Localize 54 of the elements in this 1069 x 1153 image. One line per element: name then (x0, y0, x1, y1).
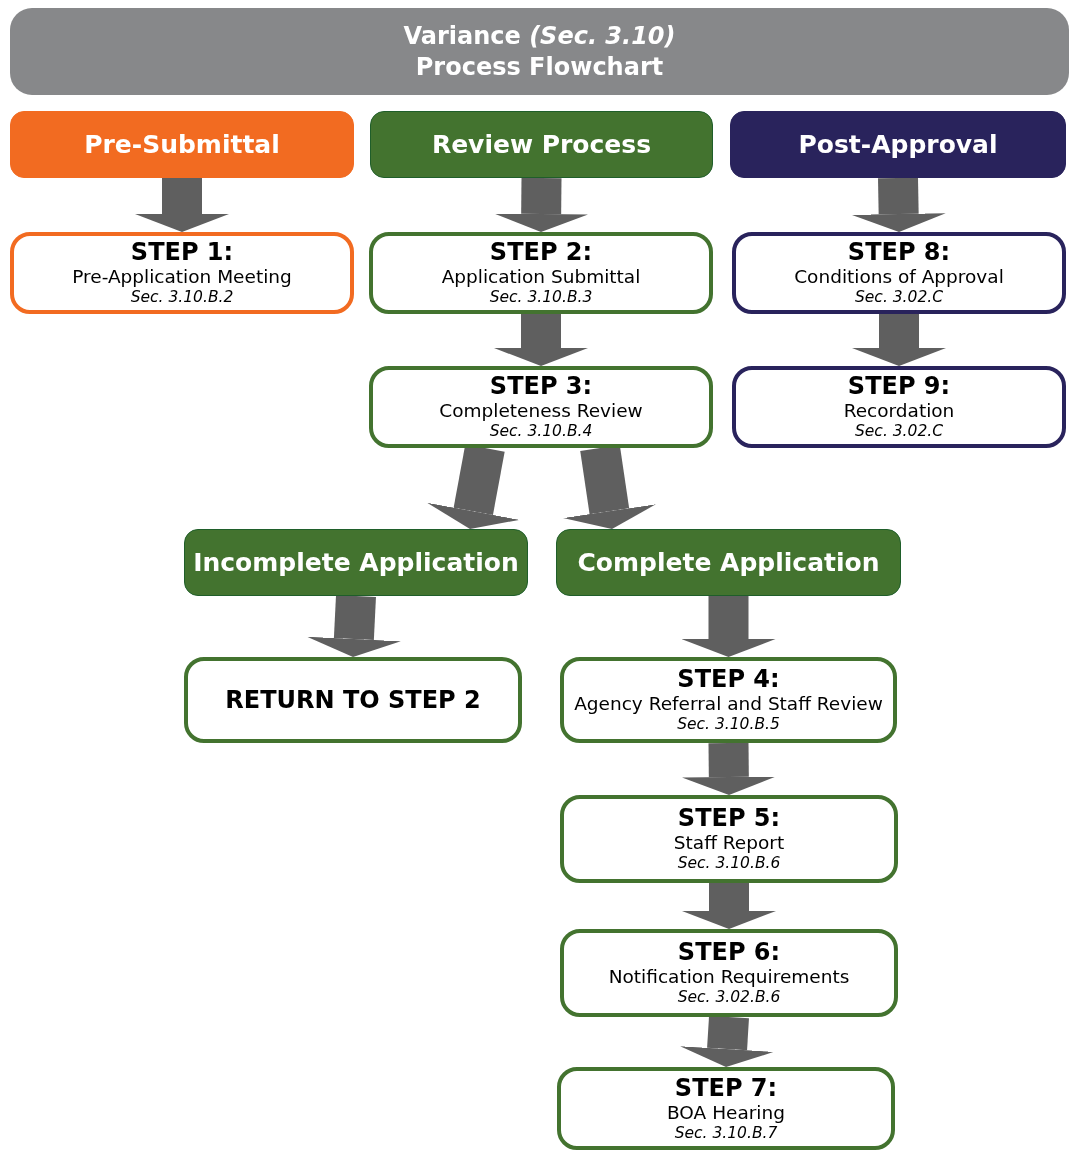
section-reference: Sec. 3.10.B.5 (677, 715, 780, 734)
block-arrow (494, 314, 588, 366)
phase-header: Post-Approval (730, 111, 1066, 178)
block-arrow (682, 883, 776, 929)
step-title: STEP 6: (677, 939, 781, 965)
section-reference: Sec. 3.10.B.7 (674, 1123, 778, 1143)
process-box (732, 366, 1066, 448)
step-description: Conditions of Approval (794, 265, 1004, 288)
process-box: RETURN TO STEP 2 (184, 657, 522, 743)
phase-header: Complete Application (556, 529, 901, 596)
process-box (369, 232, 713, 314)
step-description: BOA Hearing (667, 1100, 785, 1124)
block-arrow (680, 1015, 774, 1067)
block-arrow (494, 177, 589, 232)
section-reference: Sec. 3.10.B.2 (130, 288, 234, 307)
step-title: STEP 7: (674, 1074, 778, 1101)
block-arrow (135, 178, 229, 232)
block-arrow (851, 177, 946, 232)
section-reference: Sec. 3.02.C (855, 288, 943, 307)
process-box (560, 929, 898, 1017)
step-description: Application Submittal (441, 265, 641, 288)
step-description: Notification Requirements (608, 965, 850, 988)
block-arrow (681, 742, 776, 795)
phase-header: Pre-Submittal (10, 111, 354, 178)
process-box (557, 1067, 895, 1150)
step-description: Pre-Application Meeting (72, 265, 292, 288)
process-box (369, 366, 713, 448)
process-box (732, 232, 1066, 314)
process-box (560, 657, 897, 743)
step-title: STEP 1: (130, 239, 234, 265)
step-title: STEP 9: (847, 373, 951, 399)
section-reference: Sec. 3.02.C (855, 422, 943, 441)
section-reference: Sec. 3.10.B.6 (677, 854, 781, 873)
step-title: STEP 8: (847, 239, 951, 265)
step-description: Recordation (843, 399, 955, 422)
block-arrow (306, 595, 401, 657)
phase-header: Incomplete Application (184, 529, 528, 596)
block-arrow (562, 445, 656, 529)
process-box (560, 795, 898, 883)
diagram-title: Variance (Sec. 3.10) Process Flowchart (402, 20, 677, 83)
phase-header: Review Process (370, 111, 713, 178)
section-reference: Sec. 3.10.B.3 (489, 288, 593, 307)
step-description: Completeness Review (439, 399, 643, 422)
process-box (10, 232, 354, 314)
step-title: STEP 5: (677, 805, 781, 831)
block-arrow (852, 314, 946, 366)
step-title: STEP 2: (489, 239, 593, 265)
block-arrow (681, 596, 776, 657)
section-reference: Sec. 3.10.B.4 (489, 422, 593, 441)
step-description: Staff Report (673, 831, 785, 854)
step-description: Agency Referral and Staff Review (574, 692, 883, 715)
step-title: STEP 3: (489, 373, 593, 399)
section-reference: Sec. 3.02.B.6 (677, 988, 781, 1007)
step-title: STEP 4: (677, 666, 780, 692)
